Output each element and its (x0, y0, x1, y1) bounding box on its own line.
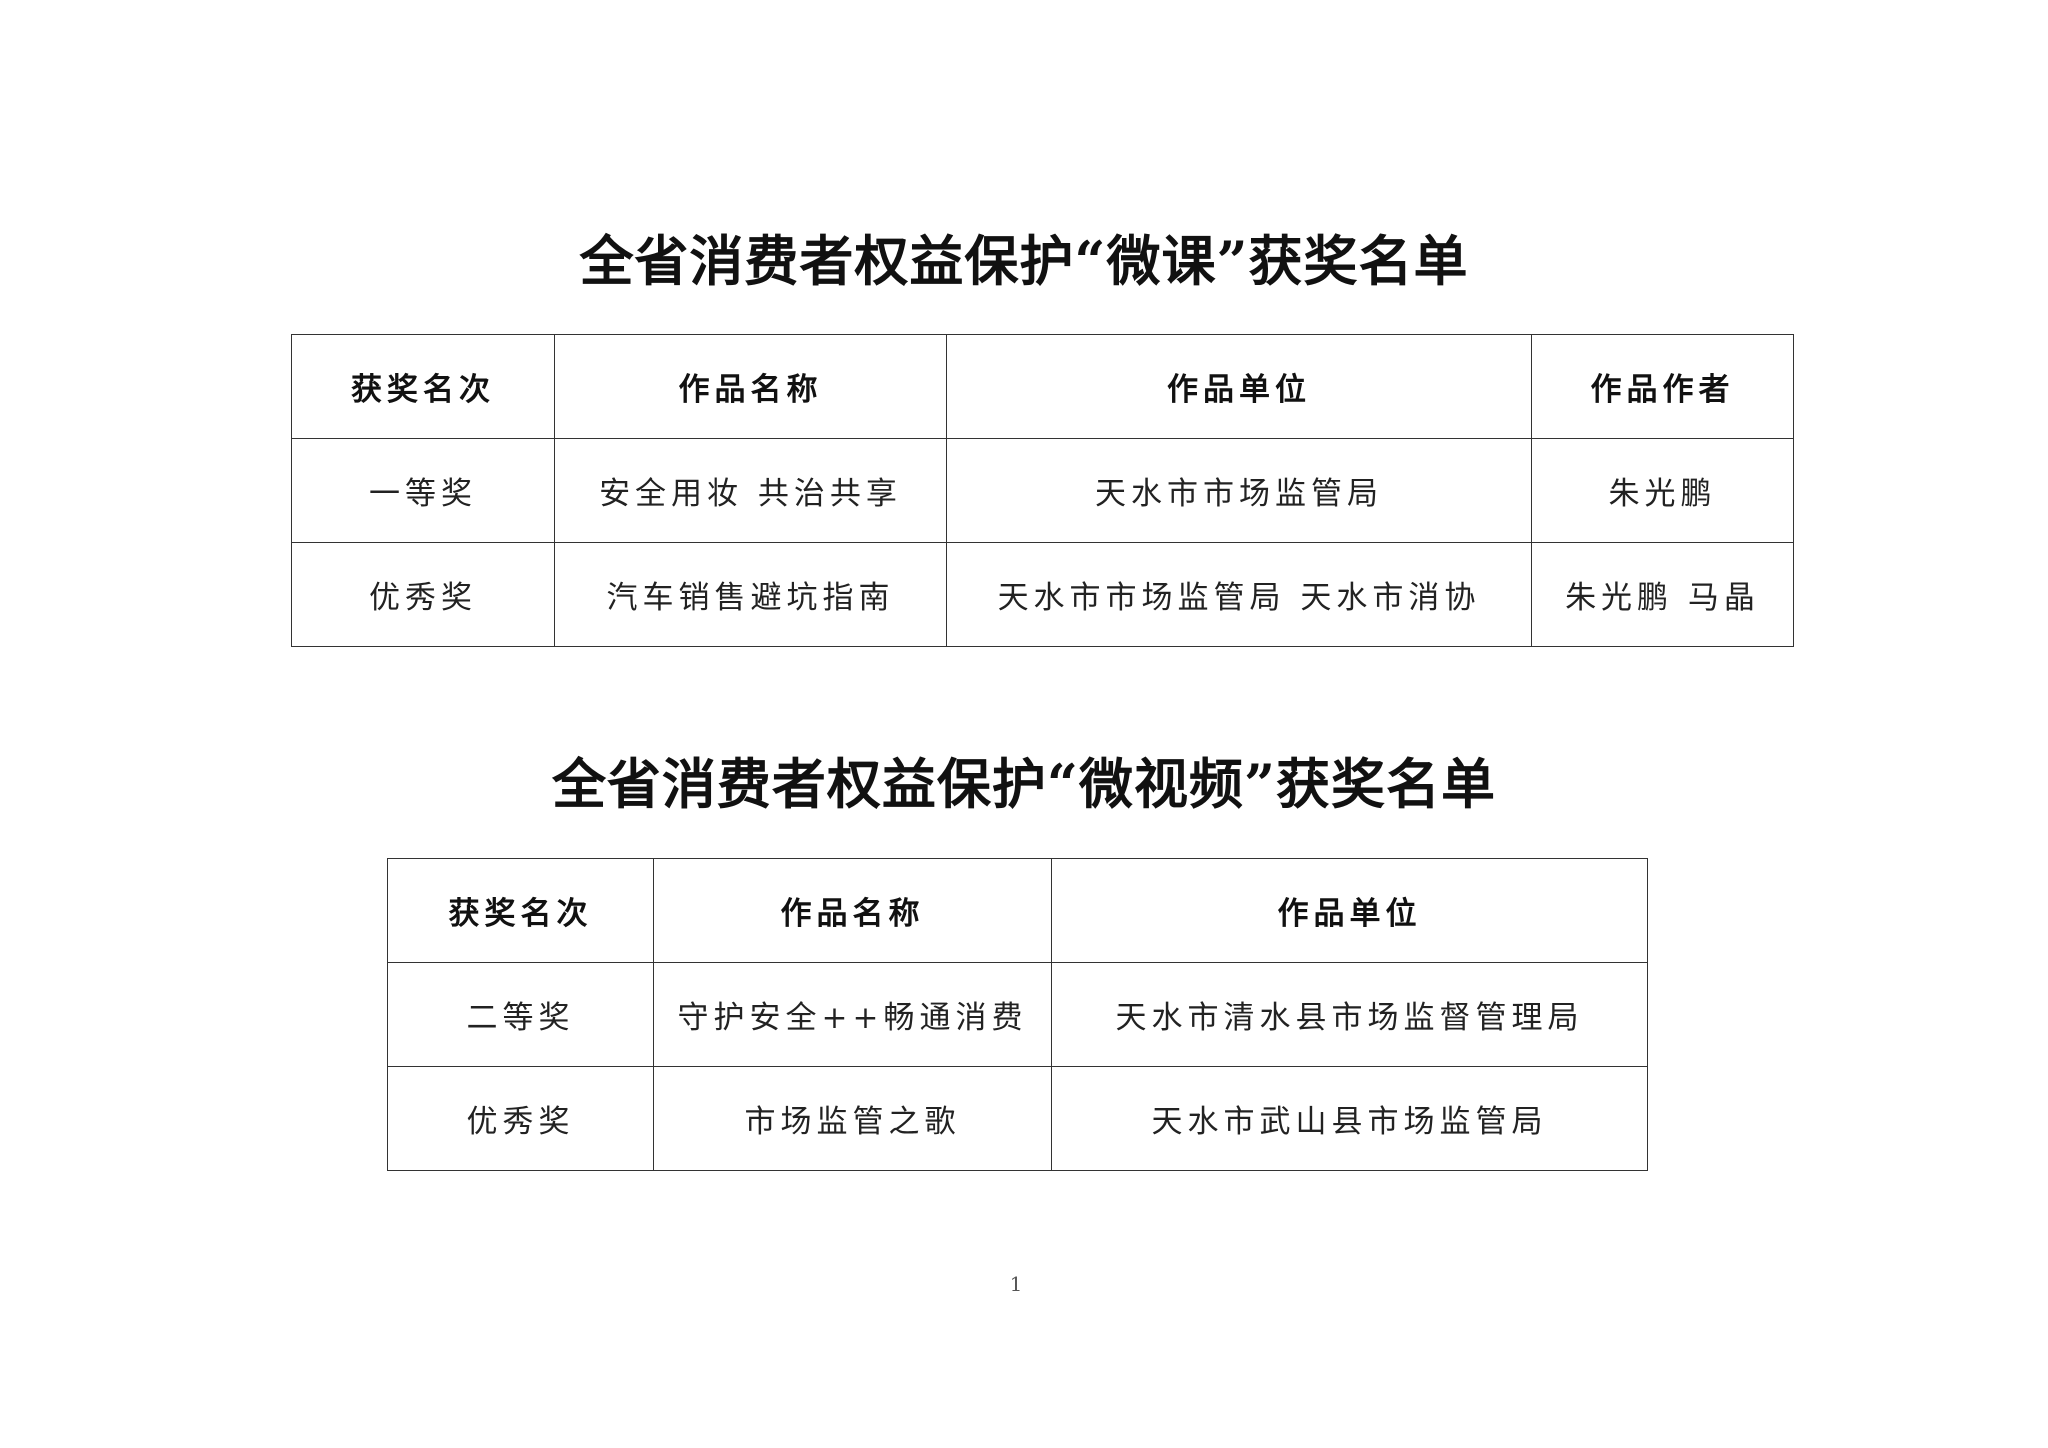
header-work-author: 作品作者 (1531, 334, 1794, 439)
cell-rank: 一等奖 (291, 438, 555, 543)
cell-work-name: 市场监管之歌 (653, 1066, 1052, 1171)
weishipin-title: 全省消费者权益保护“微视频”获奖名单 (551, 752, 1497, 816)
header-rank: 获奖名次 (387, 858, 654, 963)
header-work-unit: 作品单位 (1051, 858, 1648, 963)
cell-rank: 优秀奖 (291, 542, 555, 647)
table-header-row: 获奖名次 作品名称 作品单位 作品作者 (291, 334, 1794, 439)
cell-rank: 优秀奖 (387, 1066, 654, 1171)
cell-work-unit: 天水市市场监管局 (946, 438, 1532, 543)
table-row: 优秀奖 汽车销售避坑指南 天水市市场监管局 天水市消协 朱光鹏 马晶 (291, 542, 1794, 647)
weishipin-award-table: 获奖名次 作品名称 作品单位 二等奖 守护安全++畅通消费 天水市清水县市场监督… (387, 858, 1648, 1171)
table-row: 二等奖 守护安全++畅通消费 天水市清水县市场监督管理局 (387, 962, 1648, 1067)
table-row: 一等奖 安全用妆 共治共享 天水市市场监管局 朱光鹏 (291, 438, 1794, 543)
header-work-name: 作品名称 (653, 858, 1052, 963)
header-work-name: 作品名称 (554, 334, 947, 439)
table-header-row: 获奖名次 作品名称 作品单位 (387, 858, 1648, 963)
cell-work-unit: 天水市清水县市场监督管理局 (1051, 962, 1648, 1067)
weike-award-table: 获奖名次 作品名称 作品单位 作品作者 一等奖 安全用妆 共治共享 天水市市场监… (291, 334, 1794, 647)
cell-work-name: 安全用妆 共治共享 (554, 438, 947, 543)
cell-work-unit: 天水市市场监管局 天水市消协 (946, 542, 1532, 647)
page-number: 1 (1009, 1272, 1023, 1296)
cell-work-name: 汽车销售避坑指南 (554, 542, 947, 647)
header-work-unit: 作品单位 (946, 334, 1532, 439)
cell-work-unit: 天水市武山县市场监管局 (1051, 1066, 1648, 1171)
weike-title: 全省消费者权益保护“微课”获奖名单 (579, 229, 1469, 293)
cell-work-name: 守护安全++畅通消费 (653, 962, 1052, 1067)
cell-work-author: 朱光鹏 马晶 (1531, 542, 1794, 647)
cell-rank: 二等奖 (387, 962, 654, 1067)
header-rank: 获奖名次 (291, 334, 555, 439)
cell-work-author: 朱光鹏 (1531, 438, 1794, 543)
table-row: 优秀奖 市场监管之歌 天水市武山县市场监管局 (387, 1066, 1648, 1171)
